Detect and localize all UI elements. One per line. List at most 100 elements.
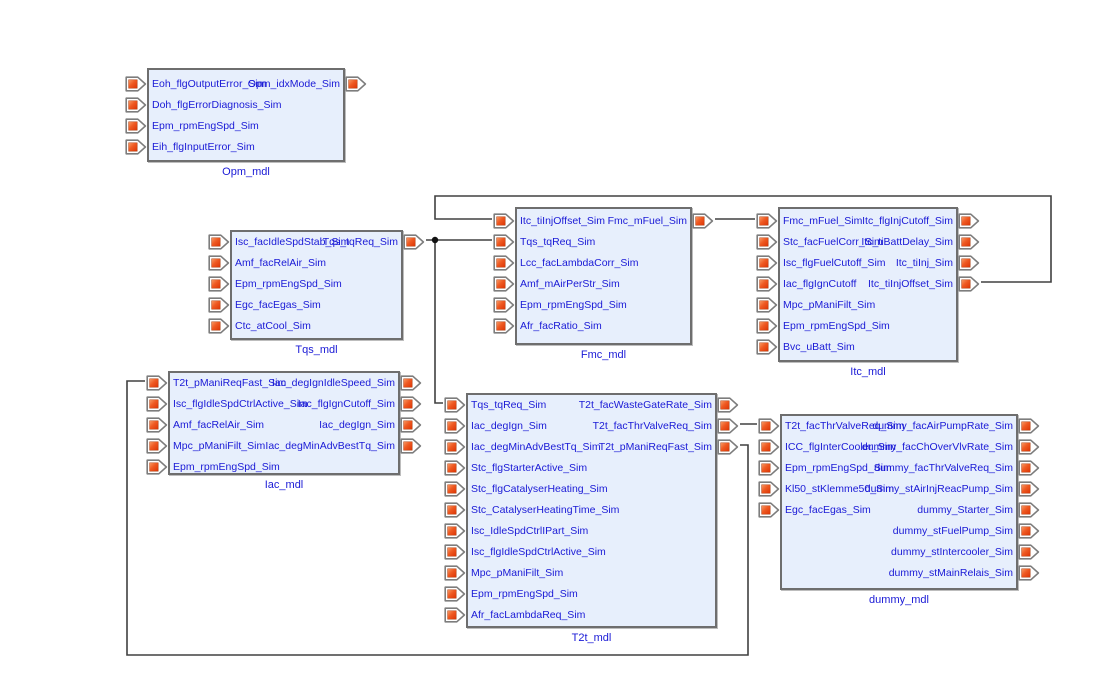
wire-tqs-tqreq-to-t2t[interactable] bbox=[434, 240, 443, 404]
output-port-icon[interactable] bbox=[958, 276, 980, 292]
input-port-icon[interactable] bbox=[146, 417, 168, 433]
input-port-icon[interactable] bbox=[444, 607, 466, 623]
output-port-label: Iac_degIgn_Sim bbox=[319, 419, 395, 431]
block-t2t-mdl[interactable]: Tqs_tqReq_Sim Iac_degIgn_Sim Iac_degMinA… bbox=[444, 393, 739, 644]
input-port-icon[interactable] bbox=[444, 544, 466, 560]
output-port-icon[interactable] bbox=[400, 438, 422, 454]
input-port-label: Bvc_uBatt_Sim bbox=[783, 341, 855, 353]
output-port-icon[interactable] bbox=[717, 439, 739, 455]
input-port-icon[interactable] bbox=[444, 481, 466, 497]
input-port-icon[interactable] bbox=[146, 396, 168, 412]
input-port-icon[interactable] bbox=[125, 118, 147, 134]
output-port-label: dummy_stFuelPump_Sim bbox=[892, 525, 1013, 537]
block-itc-mdl[interactable]: Fmc_mFuel_Sim Stc_facFuelCorr_Sim Isc_fl… bbox=[756, 207, 980, 378]
port-row: Stc_flgCatalyserHeating_Sim bbox=[444, 481, 715, 497]
input-port-icon[interactable] bbox=[493, 234, 515, 250]
input-port-icon[interactable] bbox=[444, 565, 466, 581]
output-port-icon[interactable] bbox=[717, 397, 739, 413]
input-port-icon[interactable] bbox=[758, 502, 780, 518]
block-opm-mdl[interactable]: Eoh_flgOutputError_Sim Doh_flgErrorDiagn… bbox=[125, 68, 367, 178]
output-port-icon[interactable] bbox=[958, 213, 980, 229]
output-port-icon[interactable] bbox=[958, 255, 980, 271]
input-port-icon[interactable] bbox=[493, 255, 515, 271]
input-port-icon[interactable] bbox=[444, 439, 466, 455]
output-port-icon[interactable] bbox=[1018, 523, 1040, 539]
input-port-label: Afr_facRatio_Sim bbox=[520, 320, 602, 332]
input-port-icon[interactable] bbox=[493, 213, 515, 229]
input-port-label: Stc_flgCatalyserHeating_Sim bbox=[471, 483, 608, 495]
port-row: Epm_rpmEngSpd_Sim bbox=[208, 276, 401, 292]
input-port-icon[interactable] bbox=[208, 276, 230, 292]
output-port-icon[interactable] bbox=[400, 417, 422, 433]
port-row: dummy_facAirPumpRate_Sim bbox=[782, 418, 1040, 434]
port-row: ICC_flgInterCooler_Sim bbox=[758, 439, 1016, 455]
output-port-icon[interactable] bbox=[958, 234, 980, 250]
output-port-icon[interactable] bbox=[1018, 439, 1040, 455]
input-port-icon[interactable] bbox=[756, 234, 778, 250]
input-port-icon[interactable] bbox=[756, 339, 778, 355]
input-port-icon[interactable] bbox=[444, 523, 466, 539]
input-port-icon[interactable] bbox=[444, 418, 466, 434]
output-port-icon[interactable] bbox=[403, 234, 425, 250]
block-fmc-mdl[interactable]: Itc_tiInjOffset_Sim Tqs_tqReq_Sim Lcc_fa… bbox=[493, 207, 714, 361]
output-port-icon[interactable] bbox=[717, 418, 739, 434]
input-port-icon[interactable] bbox=[208, 318, 230, 334]
port-row: Epm_rpmEngSpd_Sim bbox=[125, 118, 343, 134]
output-port-icon[interactable] bbox=[400, 396, 422, 412]
port-row: dummy_Starter_Sim bbox=[782, 502, 1040, 518]
input-port-icon[interactable] bbox=[758, 460, 780, 476]
input-port-icon[interactable] bbox=[758, 481, 780, 497]
block-iac-mdl[interactable]: T2t_pManiReqFast_Sim Isc_flgIdleSpdCtrlA… bbox=[146, 371, 422, 491]
output-port-icon[interactable] bbox=[400, 375, 422, 391]
input-port-icon[interactable] bbox=[756, 297, 778, 313]
output-port-label: dummy_stIntercooler_Sim bbox=[891, 546, 1013, 558]
input-port-icon[interactable] bbox=[444, 502, 466, 518]
output-port-icon[interactable] bbox=[1018, 544, 1040, 560]
output-port-icon[interactable] bbox=[1018, 481, 1040, 497]
output-port-icon[interactable] bbox=[1018, 502, 1040, 518]
port-row: Afr_facLambdaReq_Sim bbox=[444, 607, 715, 623]
input-port-icon[interactable] bbox=[758, 418, 780, 434]
output-port-label: Itc_tiBattDelay_Sim bbox=[861, 236, 953, 248]
input-port-icon[interactable] bbox=[208, 255, 230, 271]
input-port-icon[interactable] bbox=[493, 276, 515, 292]
port-row: Eih_flgInputError_Sim bbox=[125, 139, 343, 155]
block-tqs-mdl[interactable]: Isc_facIdleSpdStab_Sim Amf_facRelAir_Sim… bbox=[208, 230, 425, 356]
input-port-icon[interactable] bbox=[146, 375, 168, 391]
input-port-icon[interactable] bbox=[125, 76, 147, 92]
input-port-icon[interactable] bbox=[444, 460, 466, 476]
input-port-icon[interactable] bbox=[756, 213, 778, 229]
port-row: Iac_degIgnIdleSpeed_Sim bbox=[170, 375, 422, 391]
input-port-icon[interactable] bbox=[493, 297, 515, 313]
port-row: Epm_rpmEngSpd_Sim bbox=[146, 459, 398, 475]
output-port-icon[interactable] bbox=[1018, 565, 1040, 581]
input-port-icon[interactable] bbox=[493, 318, 515, 334]
port-row: Iac_degIgn_Sim bbox=[170, 417, 422, 433]
port-row: dummy_stAirInjReacPump_Sim bbox=[782, 481, 1040, 497]
input-port-icon[interactable] bbox=[146, 438, 168, 454]
block-dummy-mdl[interactable]: T2t_facThrValveReq_Sim ICC_flgInterCoole… bbox=[758, 414, 1040, 606]
input-port-label: Stc_flgStarterActive_Sim bbox=[471, 462, 588, 474]
output-port-label: T2t_facThrValveReq_Sim bbox=[592, 420, 712, 432]
port-row: dummy_stMainRelais_Sim bbox=[782, 565, 1040, 581]
input-port-icon[interactable] bbox=[756, 255, 778, 271]
output-port-icon[interactable] bbox=[1018, 418, 1040, 434]
input-port-icon[interactable] bbox=[756, 276, 778, 292]
port-row: dummy_stFuelPump_Sim bbox=[782, 523, 1040, 539]
input-port-label: Kl50_stKlemme50_Sim bbox=[785, 483, 895, 495]
input-port-icon[interactable] bbox=[125, 97, 147, 113]
input-port-icon[interactable] bbox=[444, 397, 466, 413]
port-row: Tqs_tqReq_Sim bbox=[232, 234, 425, 250]
output-port-icon[interactable] bbox=[345, 76, 367, 92]
input-port-icon[interactable] bbox=[208, 234, 230, 250]
output-port-icon[interactable] bbox=[1018, 460, 1040, 476]
input-port-icon[interactable] bbox=[146, 459, 168, 475]
input-port-icon[interactable] bbox=[756, 318, 778, 334]
input-port-icon[interactable] bbox=[444, 586, 466, 602]
input-port-icon[interactable] bbox=[125, 139, 147, 155]
input-port-label: ICC_flgInterCooler_Sim bbox=[785, 441, 896, 453]
input-port-icon[interactable] bbox=[758, 439, 780, 455]
output-port-icon[interactable] bbox=[692, 213, 714, 229]
input-port-icon[interactable] bbox=[208, 297, 230, 313]
